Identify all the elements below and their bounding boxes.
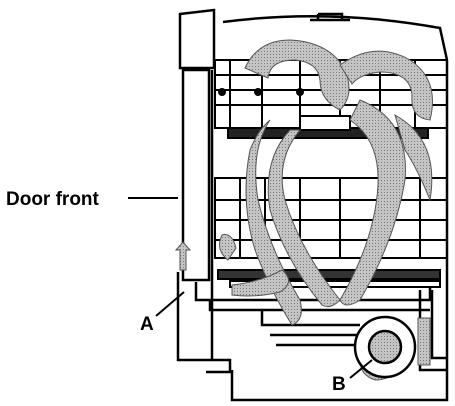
label-b: B bbox=[332, 374, 346, 395]
upper-spray-arm bbox=[227, 115, 429, 139]
label-a: A bbox=[140, 314, 154, 335]
leader-a bbox=[155, 291, 185, 317]
label-door-front: Door front bbox=[6, 189, 100, 210]
fan-housing bbox=[353, 315, 417, 379]
door-panel bbox=[176, 8, 232, 374]
lower-spray-arm bbox=[217, 269, 441, 288]
sump-duct bbox=[194, 282, 446, 372]
leader-b bbox=[349, 359, 373, 379]
